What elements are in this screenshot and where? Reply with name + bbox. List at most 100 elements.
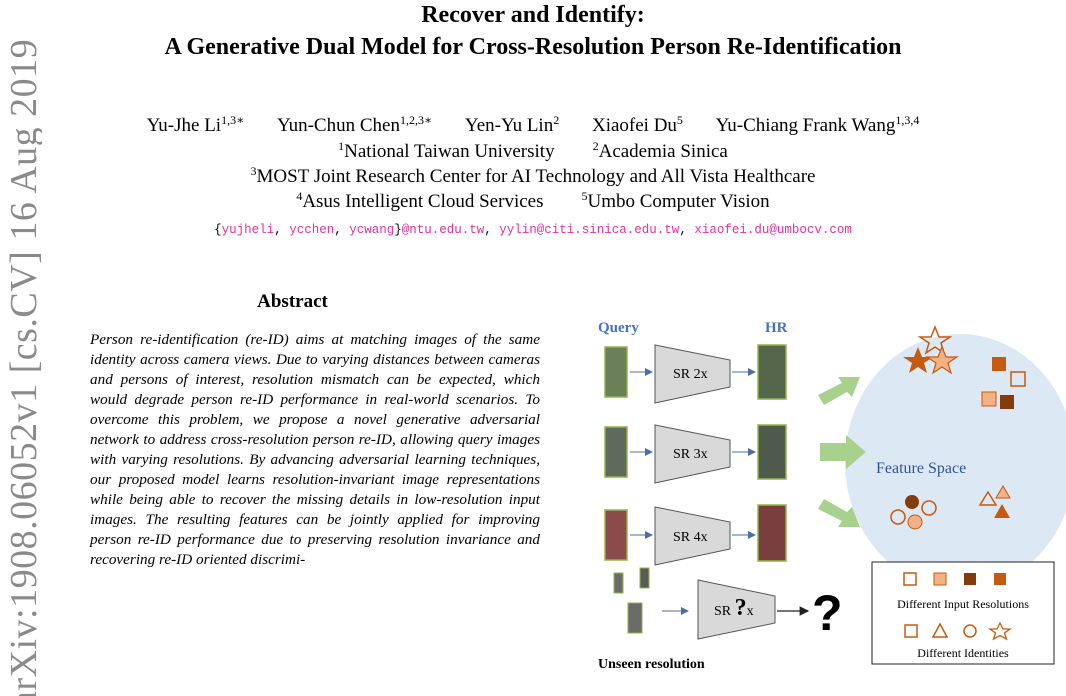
arrow-to-feature-space [818, 499, 860, 527]
star-identity-markers [903, 324, 959, 375]
author-sup: 1,3∗ [221, 113, 245, 127]
affiliation-line: 3MOST Joint Research Center for AI Techn… [0, 164, 1066, 188]
square-marker [1010, 371, 1026, 387]
author-emails: {yujheli, ycchen, ycwang}@ntu.edu.tw, yy… [0, 223, 1066, 237]
email-separator: , [334, 223, 350, 237]
email-domain[interactable]: @ntu.edu.tw [401, 223, 485, 237]
sr-block [654, 344, 731, 404]
circle-marker [890, 509, 906, 525]
legend-identity-triangle [931, 622, 949, 638]
circle-identity-markers [890, 495, 937, 530]
square-identity-markers [981, 357, 1026, 409]
unknown-result-mark: ? [812, 585, 843, 641]
hr-image [757, 424, 787, 480]
legend-resolutions-label: Different Input Resolutions [897, 597, 1029, 611]
sr-block-unknown [697, 579, 776, 640]
sr-row-unseen: SR ?x ? Unseen resolution [598, 567, 843, 672]
author-sup: 1,3,4 [895, 113, 920, 127]
affiliation-name: National Taiwan University [344, 141, 555, 162]
affiliation-sup: 1 [338, 139, 345, 153]
sr-row-3x: SR 3x [604, 424, 787, 484]
sr-block-unknown-label: SR ?x [714, 595, 754, 621]
legend-square [933, 572, 947, 586]
arrow-to-feature-space [818, 377, 860, 405]
affiliation-sup: 4 [296, 189, 303, 203]
legend-square [903, 572, 917, 586]
author: Yu-Chiang Frank Wang1,3,4 [715, 113, 920, 136]
email-brace: { [214, 223, 222, 237]
author-sup: 5 [676, 113, 683, 127]
circle-marker [921, 500, 937, 516]
query-image [604, 426, 628, 478]
square-marker [1000, 395, 1014, 409]
square-marker [992, 357, 1006, 371]
query-image [604, 509, 628, 561]
arrow-to-feature-space [820, 435, 866, 469]
star-marker-outline [917, 324, 953, 355]
query-image-small [627, 602, 643, 634]
email-link[interactable]: yylin@citi.sinica.edu.tw [499, 223, 680, 237]
author: Yu-Jhe Li1,3∗ [146, 113, 245, 136]
legend-square [964, 573, 976, 585]
figure-legend: Different Input Resolutions Different Id… [871, 561, 1055, 665]
email-brace: } [394, 223, 402, 237]
abstract-heading: Abstract [257, 291, 328, 312]
author-sup: 2 [553, 113, 560, 127]
arxiv-stamp: arXiv:1908.06052v1 [cs.CV] 16 Aug 2019 [0, 0, 42, 696]
sr-block [654, 424, 731, 484]
query-label: Query [598, 320, 639, 336]
affiliation-sup: 3 [250, 164, 257, 178]
legend-identity-circle [963, 624, 977, 638]
author-name: Yun-Chun Chen [276, 115, 400, 136]
paper-title-line1: Recover and Identify: [421, 2, 645, 28]
author-name: Yu-Chiang Frank Wang [715, 115, 896, 136]
email-user[interactable]: yujheli [221, 223, 275, 237]
email-user[interactable]: ycwang [349, 223, 395, 237]
legend-box [871, 561, 1055, 665]
triangle-marker [994, 504, 1010, 518]
author: Xiaofei Du5 [591, 113, 683, 136]
legend-square [994, 573, 1006, 585]
paper-title-line2: A Generative Dual Model for Cross-Resolu… [164, 34, 902, 60]
query-image [604, 346, 628, 398]
affiliation-sup: 5 [581, 189, 588, 203]
email-link[interactable]: xiaofei.du@umbocv.com [694, 223, 852, 237]
sr-block [654, 506, 731, 566]
square-marker [981, 391, 997, 407]
affiliation-name: Academia Sinica [598, 141, 728, 162]
feature-space-label: Feature Space [876, 460, 966, 477]
abstract-text: Person re-identification (re-ID) aims at… [90, 331, 540, 568]
query-image-small [639, 567, 650, 589]
star-marker-light [925, 345, 959, 375]
email-user[interactable]: ycchen [289, 223, 335, 237]
teaser-figure: Query HR Feature Space [570, 315, 1066, 696]
arxiv-id: arXiv:1908.06052v1 [cs.CV] 16 Aug 2019 [3, 38, 42, 696]
hr-image [757, 344, 787, 400]
teaser-figure-svg: Query HR Feature Space [598, 320, 1066, 672]
green-arrows [818, 377, 866, 527]
affiliation-name: MOST Joint Research Center for AI Techno… [256, 166, 816, 187]
affiliation-name: Asus Intelligent Cloud Services [302, 191, 544, 212]
author-name: Yen-Yu Lin [464, 115, 554, 136]
author-list: Yu-Jhe Li1,3∗ Yun-Chun Chen1,2,3∗ Yen-Yu… [0, 113, 1066, 137]
author-name: Xiaofei Du [591, 115, 677, 136]
author-name: Yu-Jhe Li [146, 115, 222, 136]
sr-row-4x: SR 4x [604, 504, 787, 566]
hr-label: HR [765, 320, 788, 336]
hr-image [757, 504, 787, 562]
legend-identity-square [904, 624, 918, 638]
sr-block-label: SR 4x [673, 530, 708, 545]
email-separator: , [274, 223, 290, 237]
circle-marker [907, 514, 923, 530]
email-separator: , [679, 223, 695, 237]
sr-block-label: SR 3x [673, 447, 708, 462]
triangle-identity-markers [978, 485, 1011, 518]
star-marker-filled [903, 347, 933, 373]
triangle-marker [995, 485, 1011, 499]
sr-row-2x: SR 2x [604, 344, 787, 404]
triangle-marker [978, 490, 998, 506]
query-image-small [613, 572, 624, 594]
author-sup: 1,2,3∗ [399, 113, 433, 127]
